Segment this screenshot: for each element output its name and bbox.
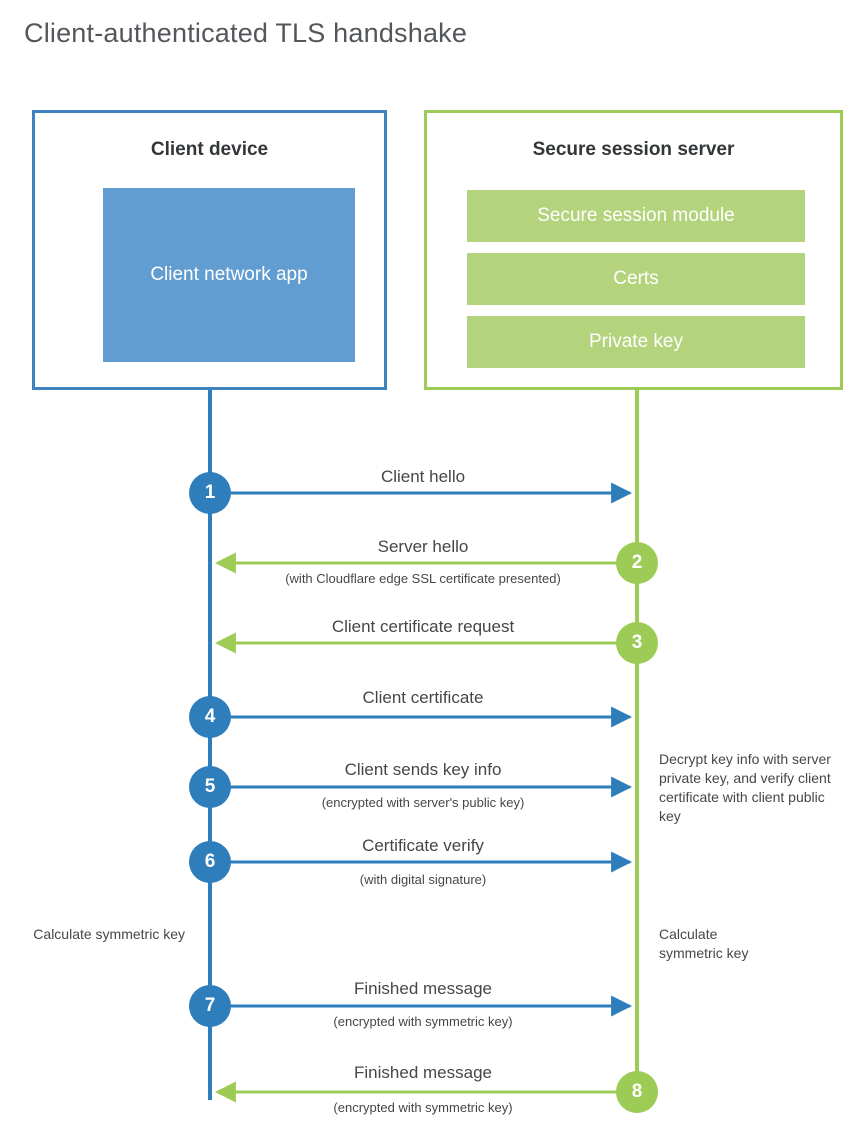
step-badge-4[interactable]: 4 [189,696,231,738]
step-badge-1[interactable]: 1 [189,472,231,514]
message-sublabel-8: (encrypted with symmetric key) [333,1100,513,1115]
message-label-4: Client certificate [362,688,484,707]
step-badge-7[interactable]: 7 [189,985,231,1027]
step-badge-2[interactable]: 2 [616,542,658,584]
client-network-app-block: Client network app [103,188,355,362]
message-label-8: Finished message [354,1063,492,1082]
message-label-5: Client sends key info [344,760,502,779]
message-label-2: Server hello [377,537,469,556]
client-device-title: Client device [150,139,269,160]
message-sublabel-7: (encrypted with symmetric key) [333,1014,513,1029]
message-label-1: Client hello [380,467,466,486]
page-title: Client-authenticated TLS handshake [24,18,468,48]
server-calculate-symmetric-key-note: Calculate symmetric key [659,926,749,961]
step-badge-8[interactable]: 8 [616,1071,658,1113]
client-calculate-symmetric-key-note: Calculate symmetric key [33,926,185,942]
secure-session-server-title: Secure session server [532,139,735,160]
server-component-secure-session-module: Secure session module [467,190,805,242]
server-component-certs: Certs [467,253,805,305]
message-sublabel-5: (encrypted with server's public key) [321,795,525,810]
message-label-3: Client certificate request [331,617,515,636]
step-badge-6[interactable]: 6 [189,841,231,883]
step-badge-5[interactable]: 5 [189,766,231,808]
message-label-7: Finished message [354,979,492,998]
message-label-6: Certificate verify [362,836,484,855]
step-badge-3[interactable]: 3 [616,622,658,664]
message-sublabel-6: (with digital signature) [359,872,487,887]
server-component-private-key: Private key [467,316,805,368]
server-decrypt-note: Decrypt key info with server private key… [659,751,831,824]
message-sublabel-2: (with Cloudflare edge SSL certificate pr… [285,571,561,586]
secure-session-server-box: Secure session server Secure session mod… [424,110,843,390]
client-device-box: Client device Client network app [32,110,387,390]
